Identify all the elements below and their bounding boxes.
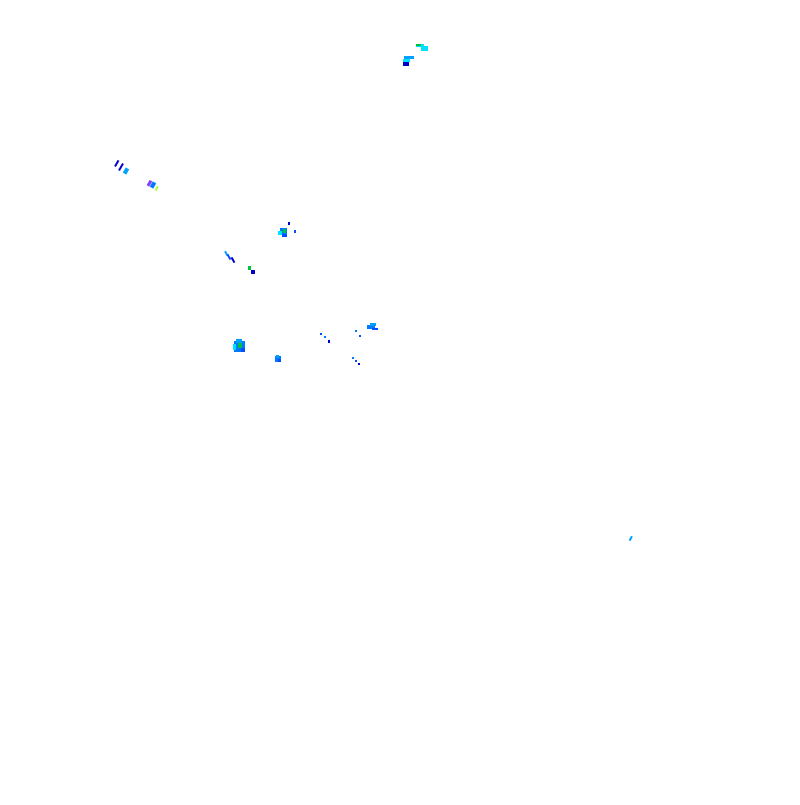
precip-pixel (421, 46, 428, 51)
precip-cell-west (224, 250, 255, 274)
precip-cell-central (320, 323, 378, 365)
precip-pixel (320, 333, 322, 335)
precip-pixel (233, 344, 236, 350)
precip-pixel (154, 185, 159, 192)
precip-pixel (282, 234, 287, 237)
precip-pixel (276, 355, 279, 358)
precip-pixel (149, 181, 157, 189)
precip-pixel (238, 343, 242, 348)
precip-pixel (370, 323, 376, 326)
precip-pixel (146, 179, 153, 187)
precip-cell-northwest (114, 159, 159, 192)
precip-pixel (278, 231, 282, 235)
precip-pixel (352, 357, 354, 359)
precip-pixel (355, 360, 357, 362)
precip-pixel (226, 253, 232, 261)
precip-pixel (416, 44, 421, 46)
precip-pixel (404, 56, 414, 59)
precip-pixel (118, 163, 124, 171)
precip-pixel (324, 336, 326, 338)
precip-pixel (114, 159, 120, 167)
precip-pixel (241, 348, 245, 352)
precip-pixel (372, 328, 378, 330)
precip-pixel (359, 335, 361, 337)
precip-pixel (403, 59, 410, 62)
precip-pixel (248, 266, 251, 270)
precip-pixel (236, 339, 242, 343)
precip-pixel (355, 330, 357, 332)
precip-pixel (288, 222, 290, 225)
precip-pixel (367, 325, 375, 329)
precip-cell-central-north (278, 222, 296, 237)
precip-cell-southeast (628, 535, 633, 542)
precip-pixel (230, 256, 236, 264)
precip-cell-top (403, 44, 428, 66)
precip-pixel (278, 359, 281, 362)
precip-pixel (403, 62, 409, 66)
precip-pixel (358, 363, 360, 365)
precip-pixel (283, 229, 286, 233)
precip-pixel (294, 230, 296, 233)
precip-pixel (328, 340, 330, 343)
precip-pixel (628, 535, 633, 542)
precip-cell-southwest (233, 339, 281, 362)
precip-pixel (122, 167, 130, 175)
precip-pixel (251, 270, 255, 274)
